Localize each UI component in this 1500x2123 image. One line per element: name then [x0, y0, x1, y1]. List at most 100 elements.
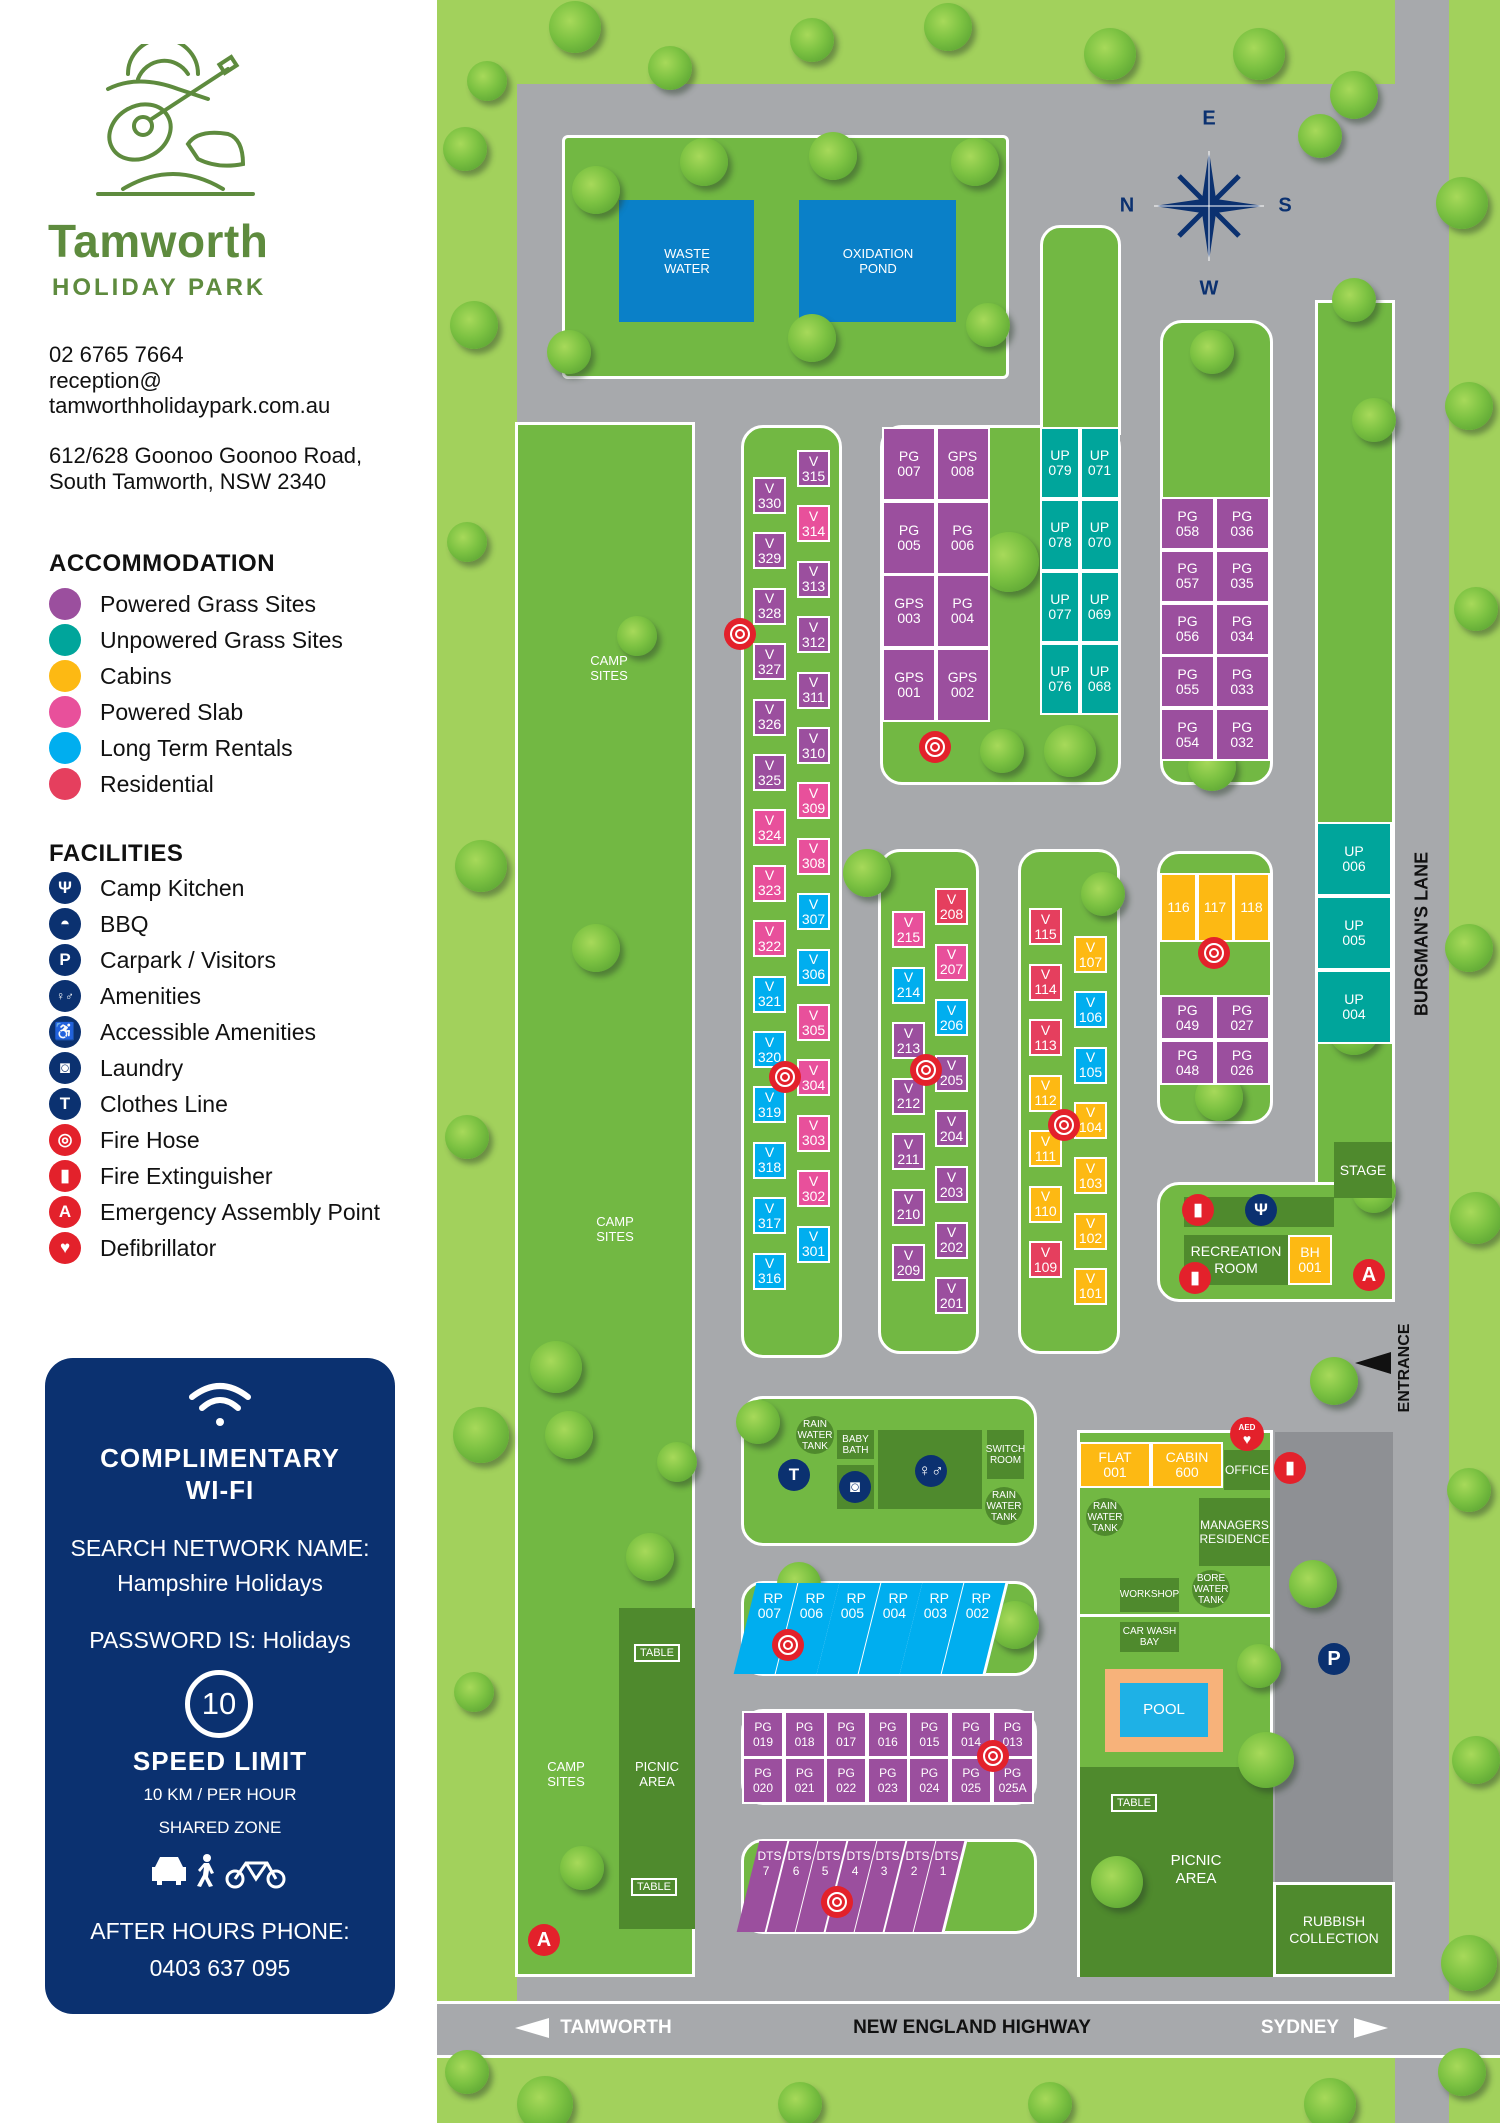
- site-label-part: GPS: [947, 448, 978, 464]
- tree-icon: [454, 1672, 494, 1712]
- site-label-part: V: [808, 840, 819, 857]
- site-label-part: V: [946, 1168, 957, 1185]
- site-label-part: UP: [1089, 591, 1110, 607]
- site-label-part: V: [764, 590, 775, 607]
- site-label-part: V: [1085, 1270, 1096, 1287]
- site-label-part: V: [808, 1172, 819, 1189]
- site-label-part: 006: [799, 1605, 823, 1621]
- site-label-part: 2: [909, 1864, 917, 1878]
- legend-label: Residential: [100, 770, 214, 797]
- site-label-part: PG: [1003, 1765, 1022, 1780]
- site-label-part: 305: [801, 1021, 826, 1038]
- legend-item: ◓BBQ: [49, 908, 149, 940]
- site-label-part: V: [808, 563, 819, 580]
- site-label-part: 310: [801, 744, 826, 761]
- camp-sites-label: CAMP SITES: [590, 653, 628, 683]
- tree-icon: [447, 522, 487, 562]
- site-label-part: V: [946, 890, 957, 907]
- managers-residence: MANAGERS RESIDENCE: [1199, 1498, 1270, 1566]
- site-label-part: PG: [1177, 507, 1198, 524]
- site-label-part: 027: [1230, 1016, 1254, 1033]
- email-line-2: tamworthholidaypark.com.au: [49, 393, 331, 418]
- site-label-part: 021: [794, 1780, 815, 1795]
- site-label-part: 5: [821, 1864, 829, 1878]
- tree-icon: [648, 46, 692, 90]
- fire-hose-icon: [769, 1061, 801, 1093]
- site-label-part: V: [764, 978, 775, 995]
- site-label-part: V: [808, 618, 819, 635]
- site: 117: [1196, 873, 1234, 942]
- camp-sites-label: CAMP SITES: [596, 1214, 634, 1244]
- site-label-part: RP: [804, 1590, 825, 1606]
- site-label-part: 056: [1175, 628, 1200, 645]
- site-label-part: UP: [1050, 591, 1070, 607]
- legend-label: Fire Hose: [100, 1126, 200, 1153]
- site-label-part: PG: [1231, 560, 1253, 577]
- site-label-part: 315: [801, 467, 826, 484]
- speed-limit-title: SPEED LIMIT: [132, 1746, 308, 1776]
- site-label-part: 105: [1078, 1064, 1103, 1081]
- site-label-part: 325: [757, 771, 782, 788]
- baby-bath: BABY BATH: [837, 1430, 874, 1459]
- legend-item: Residential: [49, 768, 214, 800]
- tree-icon: [443, 127, 487, 171]
- shirt-icon: T: [49, 1088, 81, 1120]
- tree-icon: [453, 1407, 509, 1463]
- tree-icon: [1352, 398, 1396, 442]
- carpark-icon: P: [1318, 1643, 1350, 1675]
- site-label-part: DTS: [845, 1849, 870, 1863]
- facilities-title: FACILITIES: [49, 840, 184, 867]
- tree-icon: [1190, 330, 1234, 374]
- guitar-and-hat-logo: [96, 44, 255, 196]
- tree-icon: [530, 1341, 582, 1393]
- speed-limit-sign: 10: [185, 1670, 253, 1738]
- site-label-part: PG: [1177, 1046, 1198, 1063]
- site-label-part: RP: [929, 1590, 949, 1606]
- heart-icon: ♥: [1242, 1430, 1252, 1447]
- site-label-part: DTS: [786, 1849, 811, 1863]
- site-label-part: 007: [757, 1605, 781, 1621]
- wifi-title-1: COMPLIMENTARY: [100, 1443, 340, 1473]
- site-label-part: V: [764, 1199, 775, 1216]
- phone-number: 02 6765 7664: [49, 342, 184, 367]
- tree-icon: [545, 1411, 593, 1459]
- tree-icon: [1450, 1192, 1500, 1244]
- tree-icon: [1447, 1468, 1491, 1512]
- site-label-part: 017: [836, 1734, 857, 1749]
- accommodation-title: ACCOMMODATION: [49, 550, 276, 577]
- tree-icon: [790, 18, 834, 62]
- site-label-part: 117: [1203, 899, 1227, 915]
- legend-color-swatch: [49, 732, 81, 764]
- compass-west: W: [1199, 277, 1219, 300]
- site-label-part: DTS: [934, 1849, 959, 1863]
- site-label-part: 001: [897, 683, 921, 700]
- site-label-part: 118: [1240, 899, 1263, 915]
- site-label-part: V: [1040, 1243, 1051, 1260]
- site-label-part: PG: [795, 1765, 814, 1780]
- site-label-part: V: [946, 1001, 957, 1018]
- tree-icon: [560, 1846, 604, 1890]
- site-label-part: PG: [837, 1765, 855, 1780]
- site-label-part: 003: [923, 1605, 947, 1621]
- legend-item: ♥Defibrillator: [49, 1232, 216, 1264]
- site-label-part: GPS: [894, 595, 924, 611]
- site-label-part: V: [903, 1024, 914, 1041]
- site-label-part: RP: [846, 1590, 866, 1606]
- site-label-part: V: [903, 1191, 914, 1207]
- site-label-part: V: [903, 1135, 914, 1152]
- site-label-part: V: [764, 534, 775, 551]
- stage: STAGE: [1334, 1142, 1392, 1198]
- site-label-part: V: [764, 922, 775, 939]
